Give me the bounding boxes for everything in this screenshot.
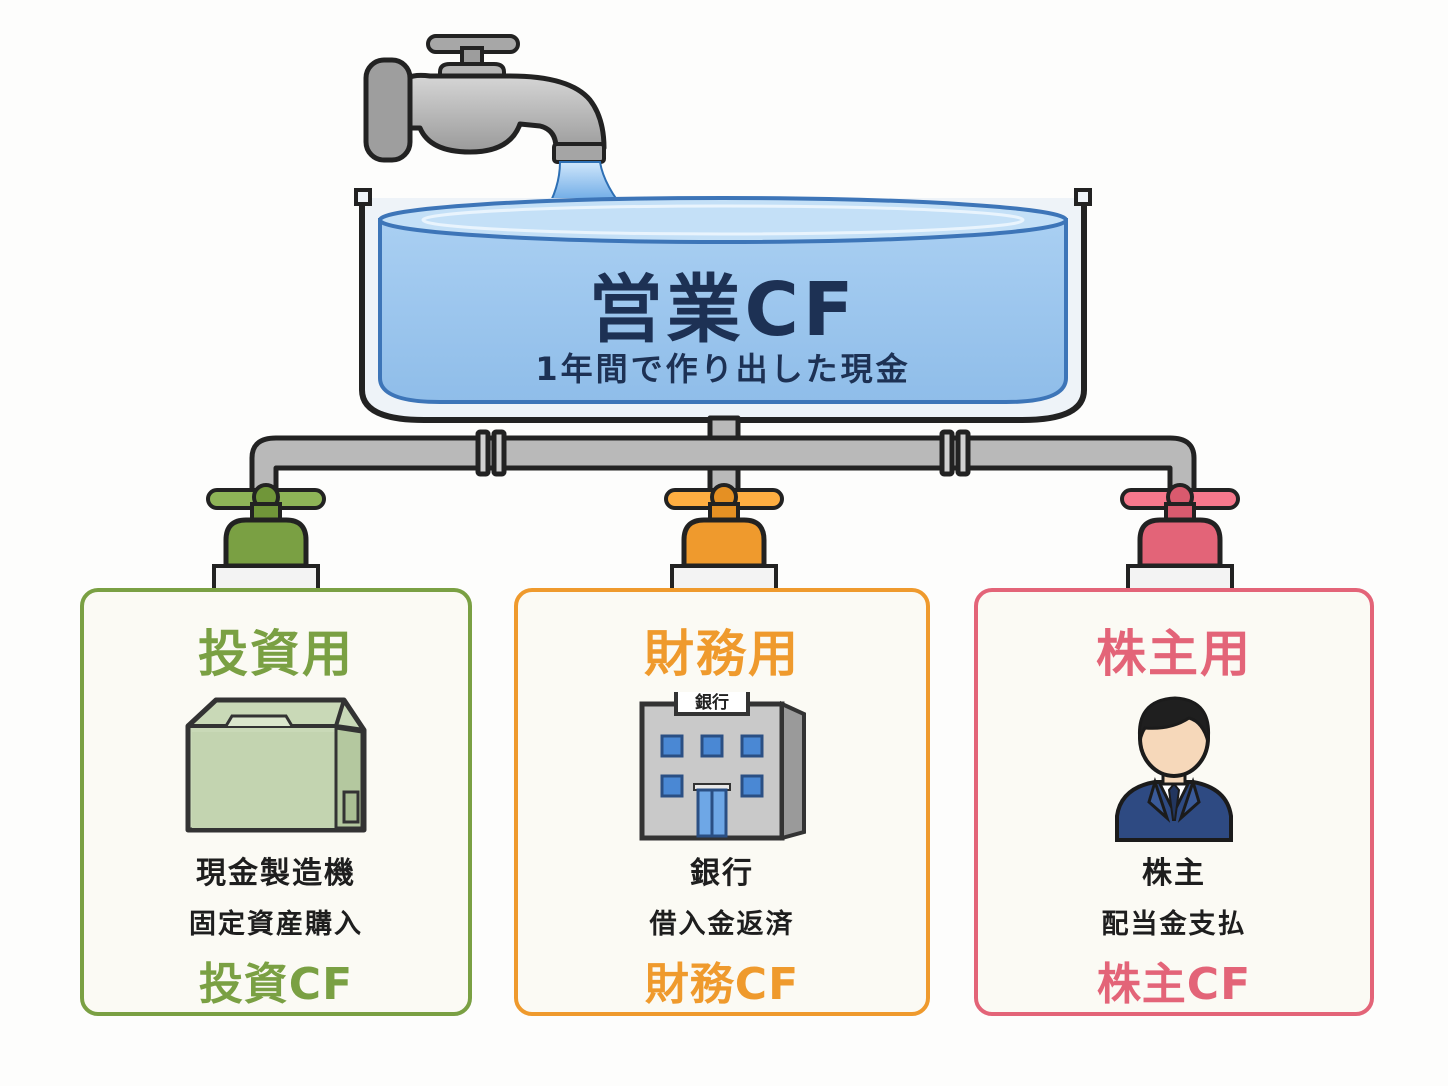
finance-card: 財務用 銀行 銀行 借入金返済 財務CF	[514, 588, 930, 1016]
shareholder-item-name: 株主	[1142, 856, 1206, 891]
finance-item-desc: 借入金返済	[649, 909, 795, 940]
investment-valve-icon	[206, 483, 326, 592]
investment-cf-label: 投資CF	[198, 959, 354, 1010]
finance-cf-label: 財務CF	[644, 959, 800, 1010]
bank-sign-text: 銀行	[695, 692, 729, 713]
finance-valve-icon	[664, 483, 784, 592]
shareholder-card: 株主用 株主 配当金支払 株主CF	[974, 588, 1374, 1016]
shareholder-item-desc: 配当金支払	[1101, 909, 1247, 940]
operating-cf-title: 営業CF	[588, 267, 858, 353]
investment-card-title: 投資用	[198, 625, 354, 683]
shareholder-valve-icon	[1120, 483, 1240, 592]
finance-card-title: 財務用	[644, 625, 800, 683]
shareholder-card-title: 株主用	[1096, 625, 1252, 683]
shareholder-icon	[978, 692, 1370, 842]
main-faucet-icon	[363, 34, 607, 164]
finance-item-name: 銀行	[690, 856, 754, 891]
operating-cf-subtitle: 1年間で作り出した現金	[535, 350, 911, 388]
investment-card: 投資用 現金製造機 固定資産購入 投資CF	[80, 588, 472, 1016]
investment-item-desc: 固定資産購入	[189, 909, 363, 940]
shareholder-cf-label: 株主CF	[1096, 959, 1252, 1010]
factory-icon	[84, 692, 468, 842]
investment-item-name: 現金製造機	[196, 856, 356, 891]
bank-icon: 銀行	[518, 692, 926, 842]
